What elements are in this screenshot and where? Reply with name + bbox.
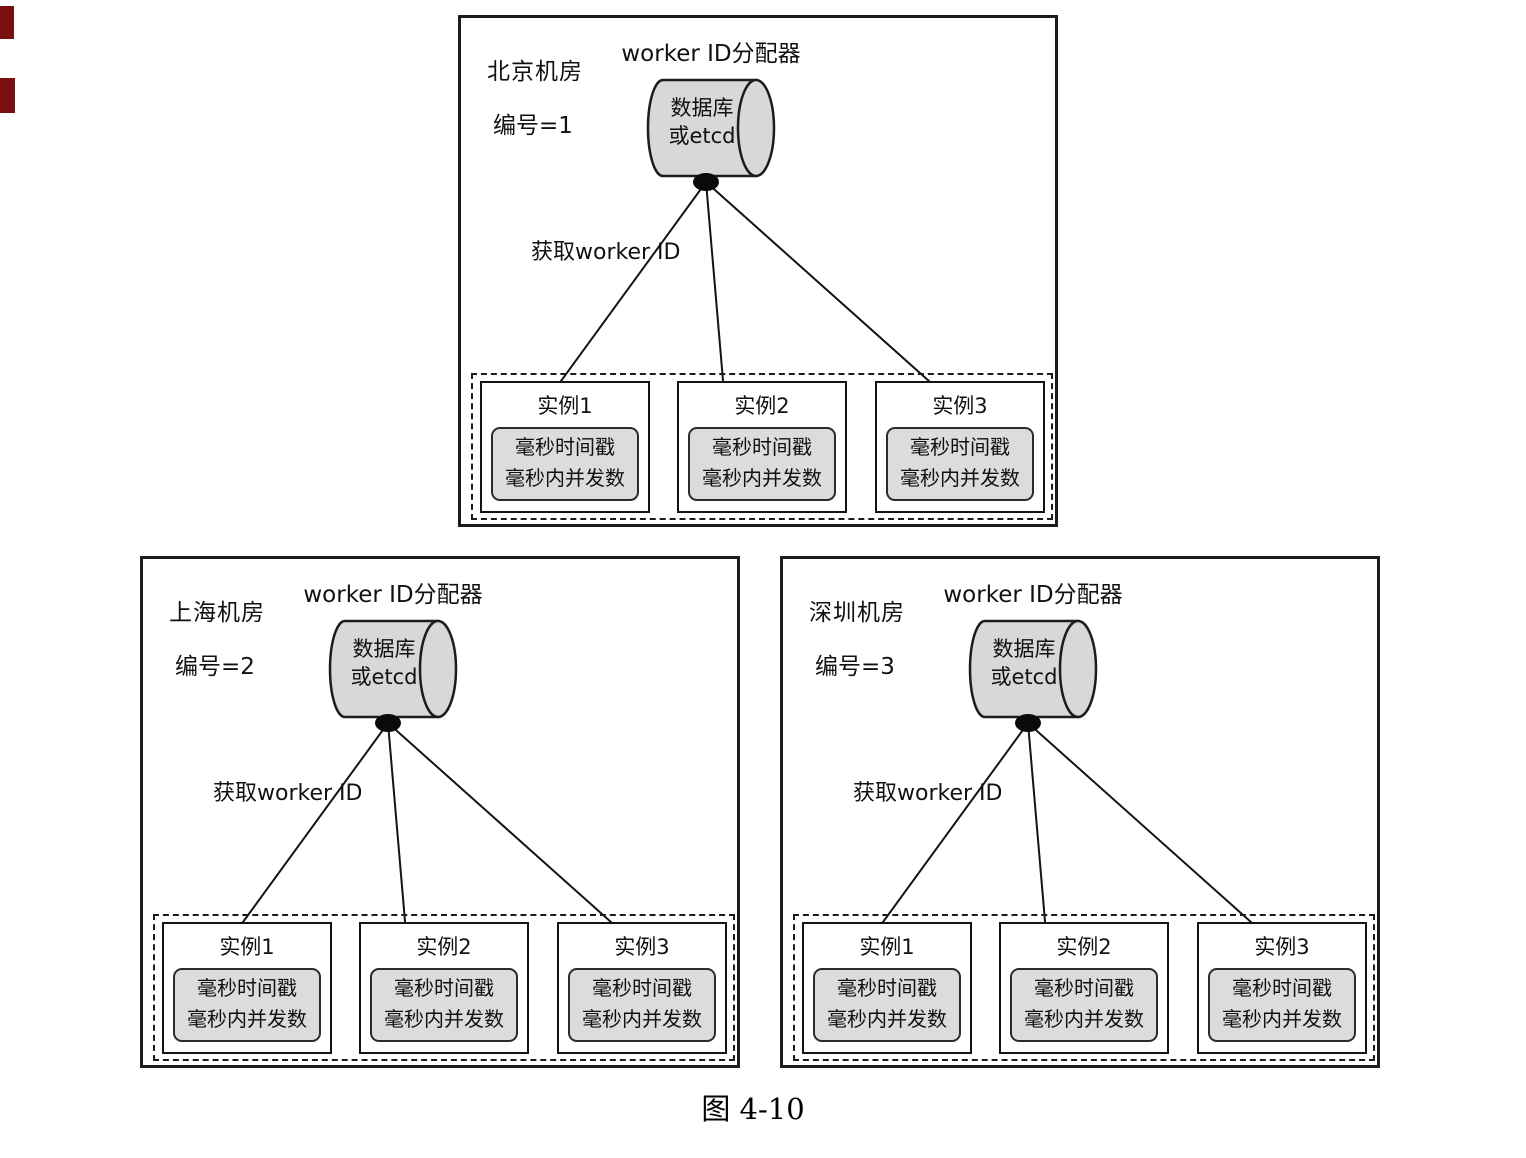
allocator-label: worker ID分配器 bbox=[943, 582, 1123, 608]
page-edge-mark-bottom bbox=[0, 78, 15, 113]
datacenter-name: 深圳机房 bbox=[809, 600, 905, 626]
connector-line bbox=[1027, 722, 1047, 934]
datacenter-box-shanghai: 上海机房 编号=2 worker ID分配器 数据库 或etcd 获取worke… bbox=[140, 556, 740, 1068]
get-worker-id-label: 获取worker ID bbox=[213, 781, 363, 806]
database-cylinder-icon bbox=[646, 78, 758, 178]
database-label-line2: 或etcd bbox=[350, 665, 418, 690]
page-edge-mark-top bbox=[0, 6, 14, 39]
allocator-label: worker ID分配器 bbox=[303, 582, 483, 608]
instance-title: 实例2 bbox=[734, 394, 790, 418]
instance-title: 实例3 bbox=[1254, 935, 1310, 959]
instance-box: 实例1 毫秒时间戳 毫秒内并发数 bbox=[480, 381, 650, 513]
counter-line1: 毫秒时间戳 bbox=[592, 976, 692, 1000]
counter-line2: 毫秒内并发数 bbox=[827, 1007, 947, 1031]
cylinder-cap-icon bbox=[1058, 619, 1098, 719]
instance-container bbox=[471, 373, 1053, 520]
counter-line1: 毫秒时间戳 bbox=[197, 976, 297, 1000]
database-label-line1: 数据库 bbox=[670, 96, 734, 120]
database-label: 数据库 或etcd bbox=[321, 635, 447, 692]
counter-box: 毫秒时间戳 毫秒内并发数 bbox=[491, 427, 639, 501]
counter-line2: 毫秒内并发数 bbox=[505, 466, 625, 490]
counter-box: 毫秒时间戳 毫秒内并发数 bbox=[1010, 968, 1158, 1042]
instance-title: 实例2 bbox=[1056, 935, 1112, 959]
datacenter-number: 编号=2 bbox=[175, 654, 255, 680]
instance-box: 实例1 毫秒时间戳 毫秒内并发数 bbox=[802, 922, 972, 1054]
datacenter-box-beijing: 北京机房 编号=1 worker ID分配器 数据库 或etcd 获取worke… bbox=[458, 15, 1058, 527]
database-label: 数据库 或etcd bbox=[639, 94, 765, 151]
database-label-line1: 数据库 bbox=[992, 637, 1056, 661]
connector-line bbox=[705, 181, 940, 391]
counter-line1: 毫秒时间戳 bbox=[837, 976, 937, 1000]
counter-line2: 毫秒内并发数 bbox=[187, 1007, 307, 1031]
connector-line bbox=[387, 722, 622, 932]
connection-dot bbox=[1015, 714, 1041, 732]
counter-line1: 毫秒时间戳 bbox=[712, 435, 812, 459]
cylinder-cap-icon bbox=[418, 619, 458, 719]
counter-line2: 毫秒内并发数 bbox=[384, 1007, 504, 1031]
connector-diagram bbox=[874, 619, 1262, 934]
counter-box: 毫秒时间戳 毫秒内并发数 bbox=[173, 968, 321, 1042]
connector-line bbox=[1027, 722, 1262, 932]
connection-dot bbox=[375, 714, 401, 732]
datacenter-number: 编号=3 bbox=[815, 654, 895, 680]
counter-line1: 毫秒时间戳 bbox=[910, 435, 1010, 459]
instance-box: 实例2 毫秒时间戳 毫秒内并发数 bbox=[999, 922, 1169, 1054]
counter-line1: 毫秒时间戳 bbox=[1232, 976, 1332, 1000]
instance-container bbox=[153, 914, 735, 1061]
counter-box: 毫秒时间戳 毫秒内并发数 bbox=[1208, 968, 1356, 1042]
counter-box: 毫秒时间戳 毫秒内并发数 bbox=[688, 427, 836, 501]
counter-box: 毫秒时间戳 毫秒内并发数 bbox=[813, 968, 961, 1042]
connector-line bbox=[705, 181, 725, 393]
database-label-line2: 或etcd bbox=[668, 124, 736, 149]
connector-line bbox=[874, 722, 1029, 934]
datacenter-number: 编号=1 bbox=[493, 113, 573, 139]
allocator-label: worker ID分配器 bbox=[621, 41, 801, 67]
connection-dot bbox=[693, 173, 719, 191]
counter-line2: 毫秒内并发数 bbox=[1222, 1007, 1342, 1031]
counter-line2: 毫秒内并发数 bbox=[900, 466, 1020, 490]
counter-line2: 毫秒内并发数 bbox=[582, 1007, 702, 1031]
figure-caption: 图 4-10 bbox=[701, 1092, 805, 1126]
datacenter-name: 北京机房 bbox=[487, 59, 583, 85]
database-label: 数据库 或etcd bbox=[961, 635, 1087, 692]
instance-title: 实例1 bbox=[219, 935, 275, 959]
get-worker-id-label: 获取worker ID bbox=[853, 781, 1003, 806]
instance-box: 实例2 毫秒时间戳 毫秒内并发数 bbox=[677, 381, 847, 513]
database-label-line1: 数据库 bbox=[352, 637, 416, 661]
counter-box: 毫秒时间戳 毫秒内并发数 bbox=[370, 968, 518, 1042]
connector-line bbox=[234, 722, 389, 934]
counter-line1: 毫秒时间戳 bbox=[394, 976, 494, 1000]
database-cylinder-icon bbox=[328, 619, 440, 719]
counter-line1: 毫秒时间戳 bbox=[515, 435, 615, 459]
connector-diagram bbox=[552, 78, 940, 393]
database-cylinder-icon bbox=[968, 619, 1080, 719]
counter-box: 毫秒时间戳 毫秒内并发数 bbox=[886, 427, 1034, 501]
instance-title: 实例1 bbox=[537, 394, 593, 418]
connector-line bbox=[387, 722, 407, 934]
datacenter-box-shenzhen: 深圳机房 编号=3 worker ID分配器 数据库 或etcd 获取worke… bbox=[780, 556, 1380, 1068]
instance-box: 实例3 毫秒时间戳 毫秒内并发数 bbox=[557, 922, 727, 1054]
counter-line2: 毫秒内并发数 bbox=[702, 466, 822, 490]
instance-container bbox=[793, 914, 1375, 1061]
cylinder-cap-icon bbox=[736, 78, 776, 178]
instance-title: 实例3 bbox=[614, 935, 670, 959]
instance-box: 实例1 毫秒时间戳 毫秒内并发数 bbox=[162, 922, 332, 1054]
instance-title: 实例3 bbox=[932, 394, 988, 418]
instance-box: 实例3 毫秒时间戳 毫秒内并发数 bbox=[1197, 922, 1367, 1054]
counter-line2: 毫秒内并发数 bbox=[1024, 1007, 1144, 1031]
instance-title: 实例1 bbox=[859, 935, 915, 959]
get-worker-id-label: 获取worker ID bbox=[531, 240, 681, 265]
counter-line1: 毫秒时间戳 bbox=[1034, 976, 1134, 1000]
connector-diagram bbox=[234, 619, 622, 934]
instance-title: 实例2 bbox=[416, 935, 472, 959]
instance-box: 实例2 毫秒时间戳 毫秒内并发数 bbox=[359, 922, 529, 1054]
datacenter-name: 上海机房 bbox=[169, 600, 265, 626]
instance-box: 实例3 毫秒时间戳 毫秒内并发数 bbox=[875, 381, 1045, 513]
database-label-line2: 或etcd bbox=[990, 665, 1058, 690]
counter-box: 毫秒时间戳 毫秒内并发数 bbox=[568, 968, 716, 1042]
connector-line bbox=[552, 181, 707, 393]
